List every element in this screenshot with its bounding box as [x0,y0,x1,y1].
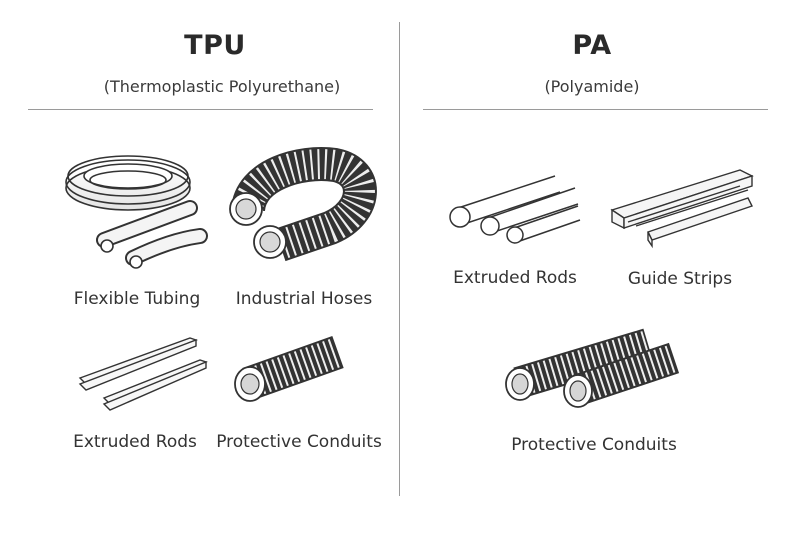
rods-icon [449,175,581,244]
tpu-header-rule [28,109,373,110]
tpu-item-label-flexible-tubing: Flexible Tubing [73,289,201,309]
corrugated-conduit-icon [234,335,344,402]
pa-subtitle: (Polyamide) [544,77,640,96]
pa-header-rule [423,109,768,110]
pa-item-label-protective-conduits: Protective Conduits [511,435,677,455]
extruded-strip-icon [78,337,208,411]
tpu-title: TPU [184,30,246,61]
tpu-item-label-industrial-hoses: Industrial Hoses [235,289,373,309]
corrugated-hose-icon [229,147,377,262]
tpu-item-label-extruded-rods: Extruded Rods [73,432,197,452]
tpu-subtitle: (Thermoplastic Polyurethane) [103,77,341,96]
pa-title: PA [572,30,612,61]
tubing-coil-icon [65,155,208,269]
tpu-item-label-protective-conduits: Protective Conduits [216,432,382,452]
column-divider [399,22,400,496]
corrugated-conduits-icon [505,328,680,408]
guide-strip-icon [610,169,754,249]
pa-item-label-guide-strips: Guide Strips [627,269,733,289]
pa-item-label-extruded-rods: Extruded Rods [453,268,577,288]
